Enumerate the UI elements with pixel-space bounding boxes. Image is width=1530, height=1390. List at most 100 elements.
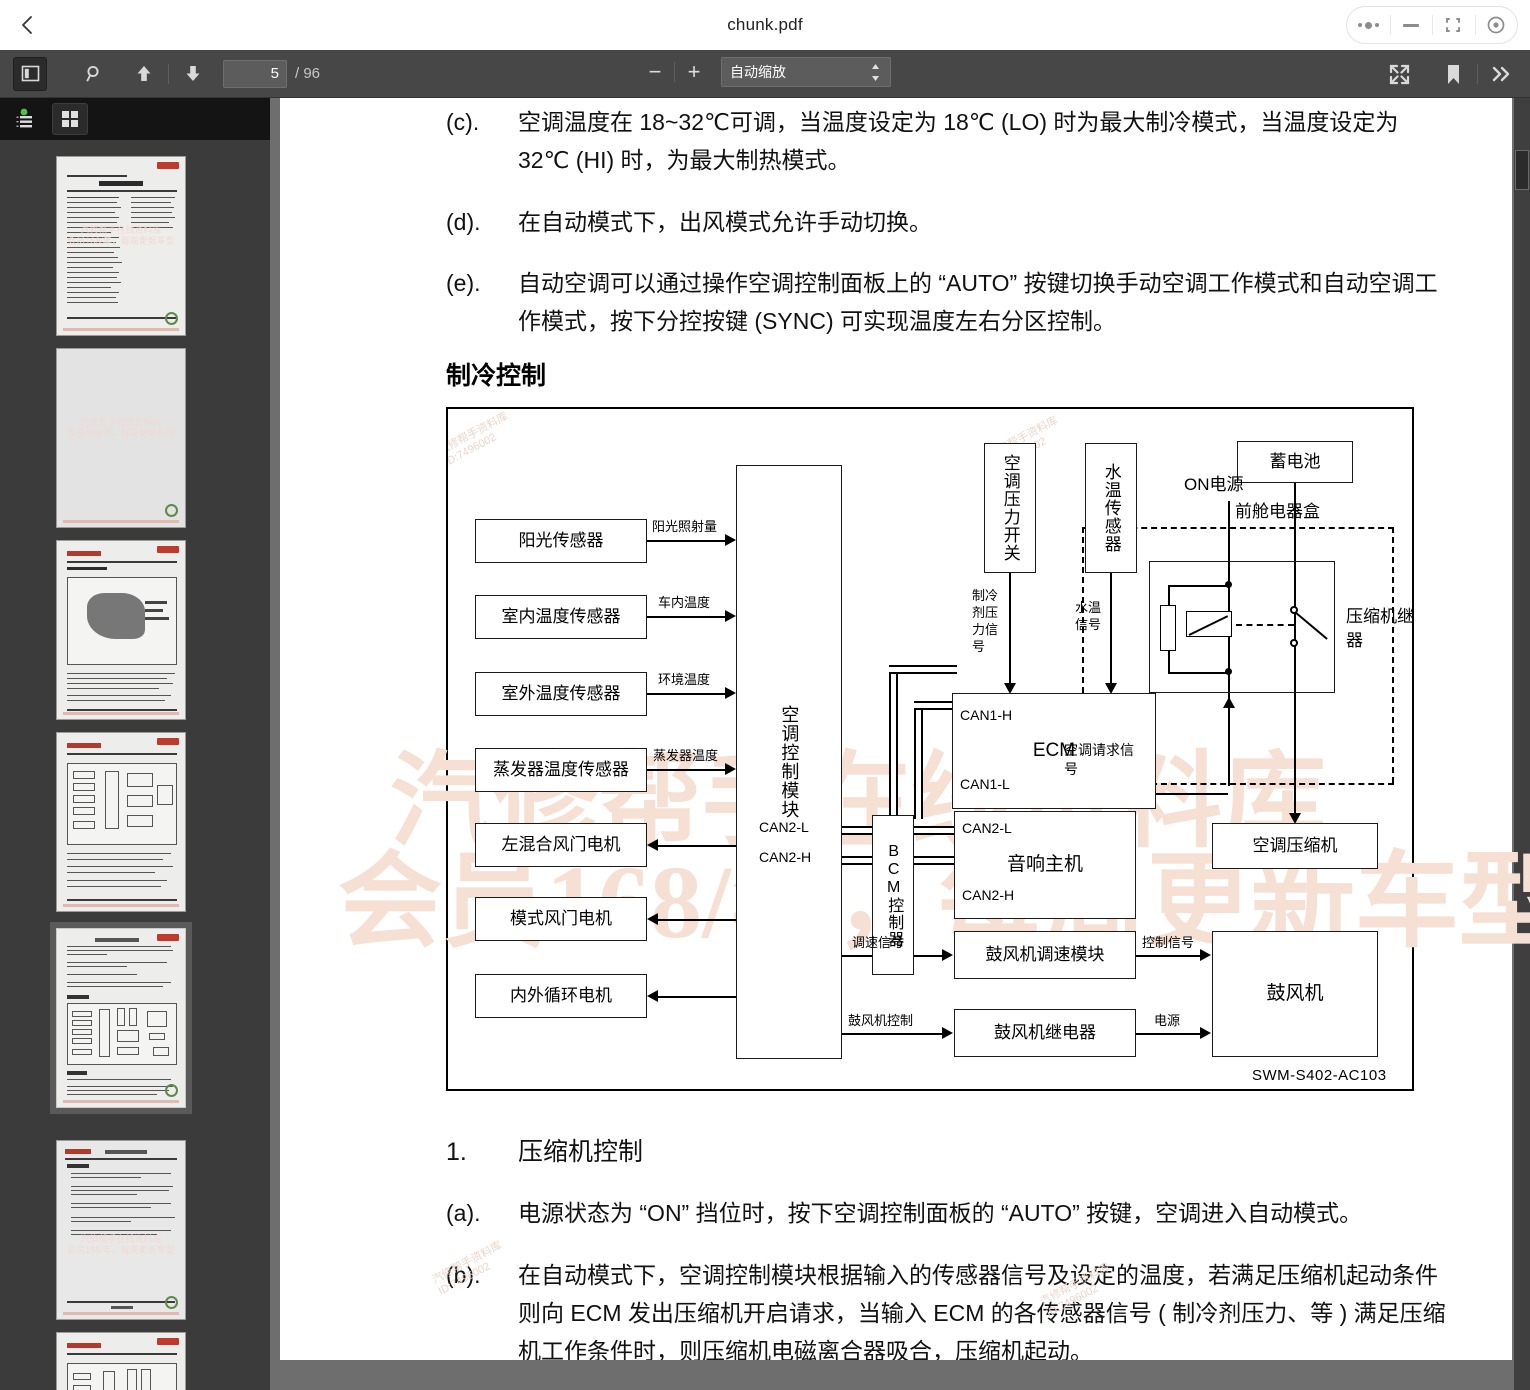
bookmark-button[interactable] [1436, 57, 1470, 91]
label-on-power: ON电源 [1184, 475, 1244, 494]
paragraph-c-text: 空调温度在 18~32℃可调，当温度设定为 18℃ (LO) 时为最大制冷模式，… [518, 109, 1399, 173]
arrow-down-icon [186, 66, 200, 81]
label-front-cabin-fusebox: 前舱电器盒 [1235, 502, 1320, 521]
paragraph-d-marker: (d). [446, 209, 481, 235]
thumb-watermark: 汽修帮手在线资料库会员168/年，每周更新车型 [67, 224, 175, 246]
signal-label-can2-h: CAN2-H [759, 849, 812, 865]
paragraph-d-text: 在自动模式下，出风模式允许手动切换。 [518, 209, 932, 235]
section-1: 1. 压缩机控制 [446, 1133, 1448, 1171]
chevron-double-right-icon [1492, 66, 1510, 82]
thumbnail-page-4[interactable] [56, 732, 186, 912]
thumbnail-page-1[interactable]: 汽修帮手在线资料库会员168/年，每周更新车型 [56, 156, 186, 336]
thumb-footer [63, 712, 179, 715]
paragraph-c: (c). 空调温度在 18~32℃可调，当温度设定为 18℃ (LO) 时为最大… [446, 103, 1448, 179]
thumb-watermark: 汽修帮手在线资料库会员168/年，每周更新车型 [67, 1233, 175, 1255]
node-blower: 鼓风机 [1212, 931, 1378, 1057]
sidebar-tab-bar [0, 98, 270, 140]
thumbnail-page-5[interactable] [50, 922, 192, 1114]
thumbnail-page-2[interactable]: 汽修帮手在线资料库会员168/年，每周更新车型 [56, 348, 186, 528]
vertical-scrollbar-thumb[interactable] [1515, 150, 1529, 190]
paragraph-e: (e). 自动空调可以通过操作空调控制面板上的 “AUTO” 按键切换手动空调工… [446, 264, 1448, 340]
section-heading-cooling-control: 制冷控制 [446, 362, 547, 390]
signal-label-can2-l: CAN2-L [759, 819, 809, 835]
toolbar-right-tools [1379, 57, 1522, 91]
presentation-mode-button[interactable] [1382, 57, 1416, 91]
paragraph-b-marker: (b). [446, 1262, 481, 1288]
outline-view-icon [16, 108, 32, 128]
thumb-footer [63, 520, 179, 523]
bookmark-icon [1447, 64, 1459, 84]
spinner-arrows-icon [871, 63, 880, 82]
thumb-logo [157, 546, 179, 553]
thumbnail-page-7[interactable] [56, 1332, 186, 1390]
search-icon [86, 65, 99, 82]
page-total-label: / 96 [295, 65, 321, 82]
node-blower-relay: 鼓风机继电器 [954, 1009, 1136, 1057]
sidebar-tab-outline[interactable] [8, 103, 44, 135]
signal-label-evaporator-temp: 蒸发器温度 [653, 748, 719, 763]
minimize-icon[interactable] [1389, 6, 1433, 44]
window-title: chunk.pdf [727, 15, 803, 34]
zoom-select[interactable]: 自动缩放 [721, 57, 891, 87]
arrow-up-icon [137, 66, 151, 81]
pdf-viewer[interactable]: 汽修帮手在线资料库 会员168/年，每周更新车型 (c). 空调温度在 18~3… [270, 98, 1530, 1390]
thumbnail-sidebar: 汽修帮手在线资料库会员168/年，每周更新车型 汽修帮手在线资料库会员168/年… [0, 98, 270, 1390]
page-number-input[interactable]: 5 [223, 59, 287, 88]
more-options-icon[interactable] [1347, 6, 1390, 44]
node-water-temp-sensor: 水温传感器 [1085, 443, 1137, 573]
signal-label-speed-signal: 调速信号 [852, 935, 905, 950]
node-outdoor-temp-sensor: 室外温度传感器 [475, 672, 647, 716]
node-sun-sensor: 阳光传感器 [475, 519, 647, 563]
close-icon[interactable] [1474, 6, 1518, 44]
paragraph-b-text: 在自动模式下，空调控制模块根据输入的传感器信号及设定的温度，若满足压缩机起动条件… [518, 1262, 1446, 1364]
section-1-number: 1. [446, 1138, 467, 1166]
page-gap [280, 1360, 1512, 1390]
signal-label-can2-h-audio: CAN2-H [962, 887, 1015, 903]
paragraph-e-marker: (e). [446, 270, 481, 296]
node-evaporator-temp-sensor: 蒸发器温度传感器 [475, 748, 647, 792]
sidebar-tab-thumbnails[interactable] [52, 103, 88, 135]
pdf-toolbar: 5 / 96 − + 自动缩放 [0, 50, 1530, 98]
zoom-divider [674, 62, 675, 82]
find-button[interactable] [77, 57, 111, 91]
node-recirculation-motor: 内外循环电机 [475, 974, 647, 1018]
more-tools-button[interactable] [1485, 57, 1519, 91]
previous-page-button[interactable] [127, 57, 161, 91]
thumb-seal-icon [165, 312, 178, 325]
paragraph-a-text: 电源状态为 “ON” 挡位时，按下空调控制面板的 “AUTO” 按键，空调进入自… [518, 1200, 1363, 1226]
right-tools-divider [1477, 64, 1478, 84]
signal-label-can1-l: CAN1-L [960, 776, 1010, 792]
node-mode-damper-motor: 模式风门电机 [475, 897, 647, 941]
thumbnail-list[interactable]: 汽修帮手在线资料库会员168/年，每周更新车型 汽修帮手在线资料库会员168/年… [0, 140, 270, 1390]
thumb-footer [63, 904, 179, 907]
fullscreen-icon [1389, 64, 1409, 84]
zoom-select-value: 自动缩放 [730, 64, 786, 80]
chevron-left-icon [22, 16, 32, 34]
back-button[interactable] [0, 0, 56, 50]
zoom-in-button[interactable]: + [687, 59, 701, 84]
vertical-scrollbar-track[interactable] [1514, 98, 1530, 1390]
signal-label-can1-h: CAN1-H [960, 707, 1013, 723]
zoom-out-button[interactable]: − [648, 59, 662, 84]
thumb-footer [63, 1100, 179, 1103]
thumbnail-page-3[interactable] [56, 540, 186, 720]
signal-label-blower-control: 鼓风机控制 [848, 1013, 914, 1028]
paragraph-a-marker: (a). [446, 1200, 481, 1226]
thumbnail-page-6[interactable]: 汽修帮手在线资料库会员168/年，每周更新车型 [56, 1140, 186, 1320]
diagram-code: SWM-S402-AC103 [1252, 1067, 1387, 1084]
node-bcm-controller: BCM控制器 [872, 815, 914, 975]
thumbnail-view-icon [62, 111, 78, 127]
signal-label-sunlight: 阳光照射量 [652, 519, 718, 534]
thumb-logo [157, 934, 179, 941]
paragraph-d: (d). 在自动模式下，出风模式允许手动切换。 [446, 203, 1448, 241]
node-battery: 蓄电池 [1237, 441, 1353, 483]
sidebar-toggle-button[interactable] [13, 56, 47, 91]
window-title-bar: chunk.pdf [0, 0, 1530, 50]
page-content: 汽修帮手在线资料库 会员168/年，每周更新车型 (c). 空调温度在 18~3… [280, 98, 1530, 1364]
signal-label-cabin-temp: 车内温度 [658, 595, 711, 610]
next-page-button[interactable] [176, 57, 210, 91]
signal-label-can2-l-audio: CAN2-L [962, 820, 1012, 836]
maximize-icon[interactable] [1432, 6, 1475, 44]
